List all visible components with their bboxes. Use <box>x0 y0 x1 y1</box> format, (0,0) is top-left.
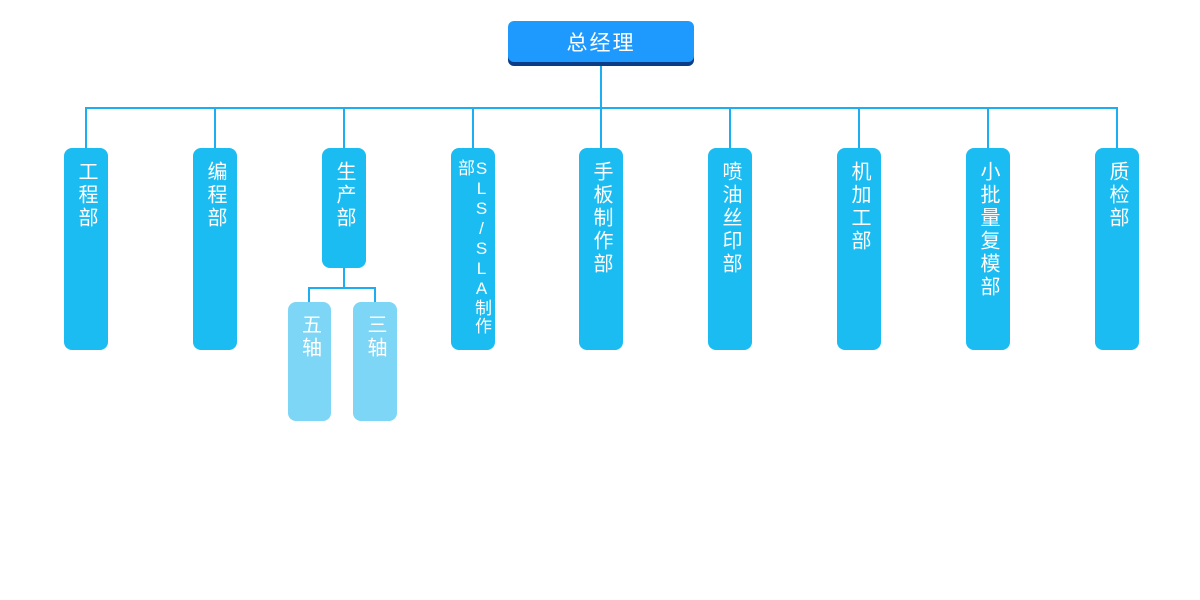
node-spray-silkscreen-label: 喷油丝印部 <box>719 161 741 276</box>
connector-stub-engineering <box>85 107 87 148</box>
node-three-axis: 三轴 <box>353 302 397 421</box>
node-sls-sla: SLS/SLA制作部 <box>451 148 495 350</box>
node-prototype-label: 手板制作部 <box>590 161 612 276</box>
connector-stub-quality-inspection <box>1116 107 1118 148</box>
connector-stub-spray-silkscreen <box>729 107 731 148</box>
connector-production-rail <box>308 287 376 289</box>
node-prototype: 手板制作部 <box>579 148 623 350</box>
node-quality-inspection-label: 质检部 <box>1106 161 1128 230</box>
node-general-manager-label: 总经理 <box>566 31 636 55</box>
node-small-batch-remold: 小批量复模部 <box>966 148 1010 350</box>
node-machining: 机加工部 <box>837 148 881 350</box>
node-programming-label: 编程部 <box>204 161 226 230</box>
node-engineering-label: 工程部 <box>75 161 97 230</box>
connector-stub-sls-sla <box>472 107 474 148</box>
node-sls-sla-label: SLS/SLA制作部 <box>455 159 491 335</box>
node-production: 生产部 <box>322 148 366 268</box>
connector-stub-five-axis <box>308 287 310 302</box>
connector-stub-small-batch-remold <box>987 107 989 148</box>
connector-stub-machining <box>858 107 860 148</box>
connector-production-stem <box>343 268 345 287</box>
node-five-axis: 五轴 <box>288 302 331 421</box>
node-programming: 编程部 <box>193 148 237 350</box>
connector-stub-programming <box>214 107 216 148</box>
node-machining-label: 机加工部 <box>848 161 870 253</box>
node-quality-inspection: 质检部 <box>1095 148 1139 350</box>
node-production-label: 生产部 <box>333 161 355 230</box>
connector-stub-prototype <box>600 107 602 148</box>
node-five-axis-label: 五轴 <box>298 314 321 360</box>
node-general-manager: 总经理 <box>508 21 694 62</box>
node-small-batch-remold-label: 小批量复模部 <box>977 161 999 299</box>
node-three-axis-label: 三轴 <box>364 314 386 360</box>
node-engineering: 工程部 <box>64 148 108 350</box>
connector-stub-three-axis <box>374 287 376 302</box>
node-spray-silkscreen: 喷油丝印部 <box>708 148 752 350</box>
connector-stub-production <box>343 107 345 148</box>
connector-root-stem <box>600 66 602 107</box>
